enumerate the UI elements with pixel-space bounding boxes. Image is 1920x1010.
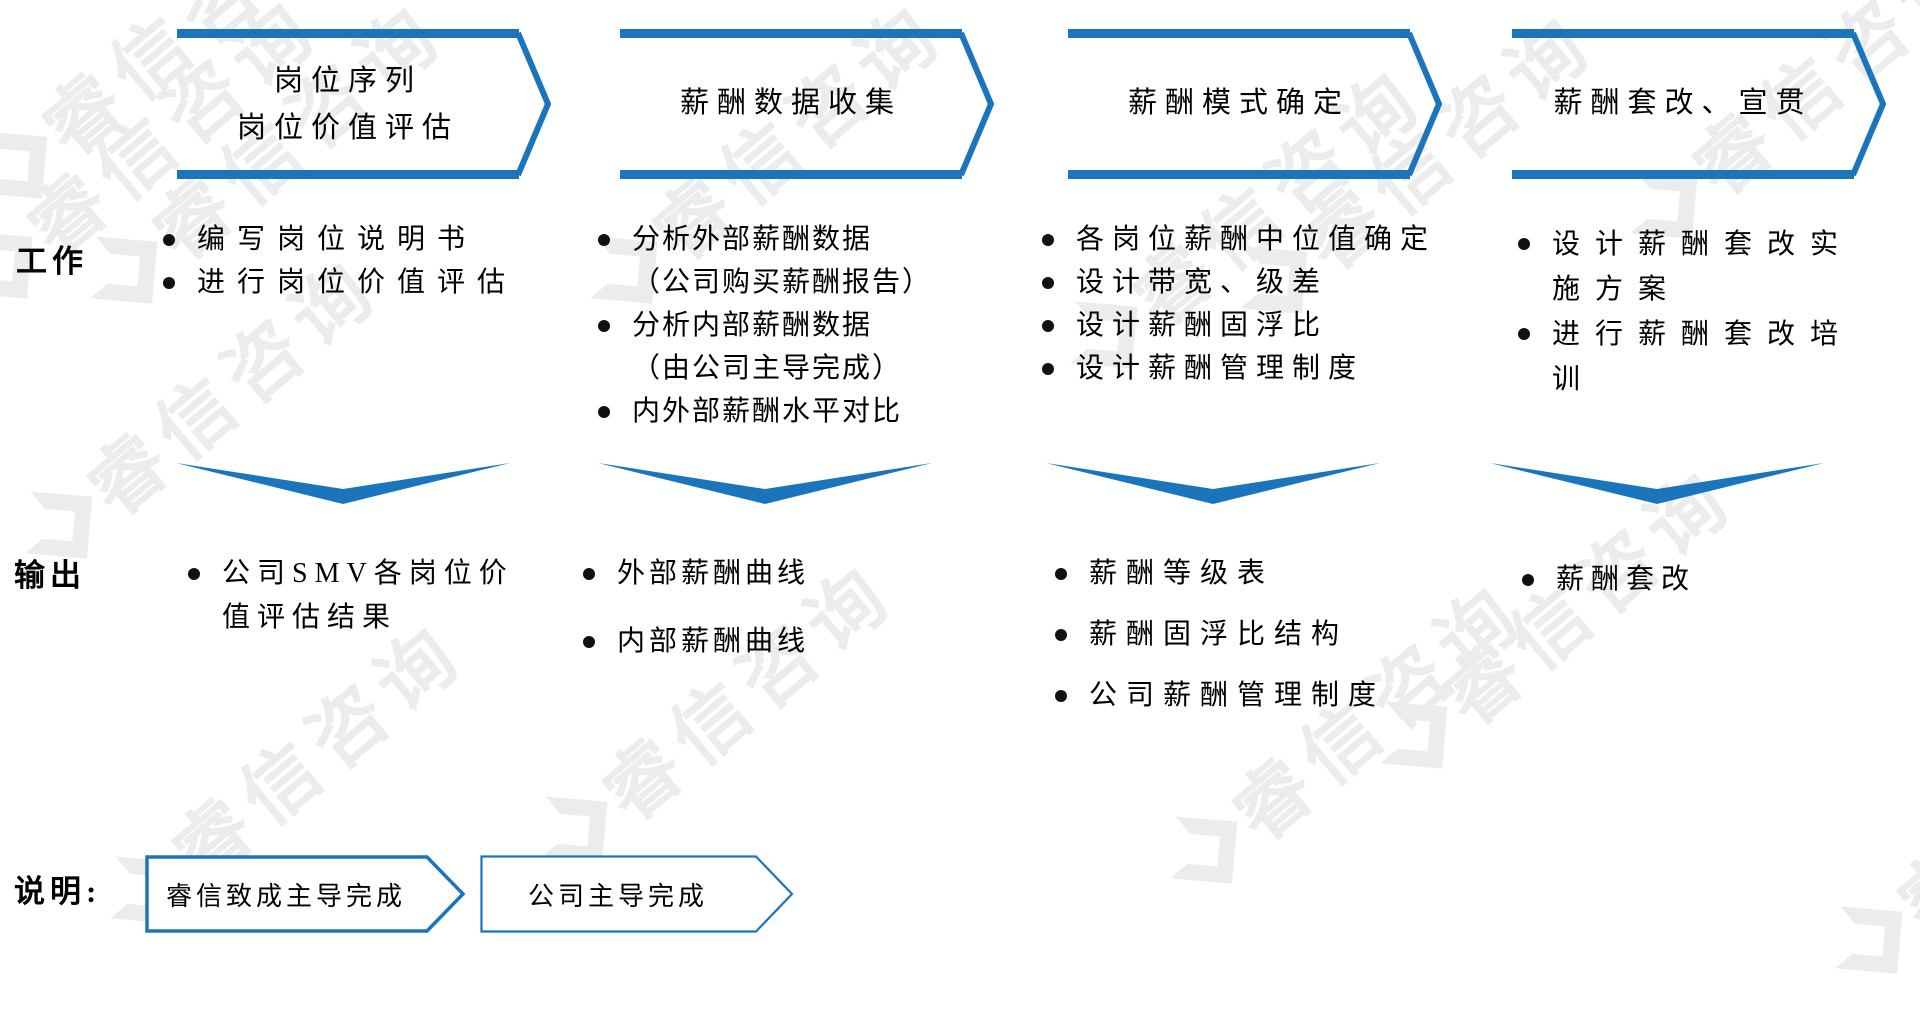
phase-banner-arrow-icon <box>177 29 551 179</box>
work-list: 设计薪酬套改实施方案 进行薪酬套改培训 <box>1518 222 1878 402</box>
output-item: 公司SMV各岗位价值评估结果 <box>188 552 558 640</box>
bullet-icon <box>598 320 610 332</box>
work-item: 设计薪酬固浮比 <box>1042 304 1462 347</box>
chevron-down-icon <box>1046 463 1380 504</box>
phase-banner-arrow-icon <box>1512 29 1886 179</box>
output-item: 公司薪酬管理制度 <box>1055 674 1455 718</box>
bullet-icon <box>598 406 610 418</box>
bullet-icon <box>163 234 175 246</box>
output-item: 内部薪酬曲线 <box>583 620 953 664</box>
phase-column-4: 薪酬套改、宣贯 设计薪酬套改实施方案 进行薪酬套改培训 薪酬套改 <box>1490 0 1916 966</box>
work-item: 分析外部薪酬数据（公司购买薪酬报告） <box>598 218 988 304</box>
bullet-icon <box>1042 363 1054 375</box>
output-item: 薪酬套改 <box>1522 558 1882 602</box>
phase-banner-arrow-icon <box>1068 29 1442 179</box>
bullet-icon <box>1522 574 1534 586</box>
bullet-icon <box>1042 320 1054 332</box>
watermark-logo-icon <box>25 491 93 559</box>
work-item: 内外部薪酬水平对比 <box>598 390 988 433</box>
bullet-icon <box>1042 234 1054 246</box>
chevron-down-icon <box>176 463 510 504</box>
phase-banner-title: 薪酬套改、宣贯 <box>1553 87 1813 119</box>
legend-label-consultant: 睿信致成主导完成 <box>165 881 406 911</box>
output-list: 薪酬等级表 薪酬固浮比结构 公司薪酬管理制度 <box>1055 552 1455 718</box>
work-list: 各岗位薪酬中位值确定 设计带宽、级差 设计薪酬固浮比 设计薪酬管理制度 <box>1042 218 1462 390</box>
bullet-icon <box>583 568 595 580</box>
output-list: 公司SMV各岗位价值评估结果 <box>188 552 558 640</box>
row-label-work: 工作 <box>16 244 88 279</box>
bullet-icon <box>1518 238 1530 250</box>
bullet-icon <box>1055 568 1067 580</box>
phase-banner-title: 薪酬数据收集 <box>679 87 902 119</box>
legend-label-company: 公司主导完成 <box>527 881 708 911</box>
work-item: 进行岗位价值评估 <box>163 261 533 304</box>
output-list: 外部薪酬曲线 内部薪酬曲线 <box>583 552 953 664</box>
work-item: 设计薪酬管理制度 <box>1042 347 1462 390</box>
work-item: 编写岗位说明书 <box>163 218 533 261</box>
row-label-legend: 说明: <box>14 874 102 909</box>
watermark-logo-icon <box>90 236 158 304</box>
legend-arrow-consultant-icon <box>145 855 466 933</box>
row-label-output: 输出 <box>14 558 86 593</box>
output-item: 薪酬等级表 <box>1055 552 1455 596</box>
bullet-icon <box>1042 277 1054 289</box>
legend-arrow-company-icon <box>480 855 794 933</box>
phase-column-1: 岗位序列 岗位价值评估 编写岗位说明书 进行岗位价值评估 公司SMV各岗位价值评… <box>163 0 581 966</box>
output-item: 外部薪酬曲线 <box>583 552 953 596</box>
work-item: 设计薪酬套改实施方案 <box>1518 222 1878 312</box>
phase-column-2: 薪酬数据收集 分析外部薪酬数据（公司购买薪酬报告） 分析内部薪酬数据（由公司主导… <box>583 0 1024 966</box>
bullet-icon <box>583 636 595 648</box>
phase-column-3: 薪酬模式确定 各岗位薪酬中位值确定 设计带宽、级差 设计薪酬固浮比 设计薪酬管理… <box>1042 0 1472 966</box>
phase-banner-title: 薪酬模式确定 <box>1127 87 1350 119</box>
bullet-icon <box>1055 690 1067 702</box>
work-list: 编写岗位说明书 进行岗位价值评估 <box>163 218 533 304</box>
bullet-icon <box>1518 328 1530 340</box>
bullet-icon <box>163 277 175 289</box>
work-list: 分析外部薪酬数据（公司购买薪酬报告） 分析内部薪酬数据（由公司主导完成） 内外部… <box>598 218 988 433</box>
work-item: 分析内部薪酬数据（由公司主导完成） <box>598 304 988 390</box>
work-item: 各岗位薪酬中位值确定 <box>1042 218 1462 261</box>
bullet-icon <box>598 234 610 246</box>
output-item: 薪酬固浮比结构 <box>1055 613 1455 657</box>
chevron-down-icon <box>598 463 932 504</box>
chevron-down-icon <box>1490 463 1824 504</box>
output-list: 薪酬套改 <box>1522 558 1882 602</box>
work-item: 进行薪酬套改培训 <box>1518 312 1878 402</box>
bullet-icon <box>188 568 200 580</box>
work-item: 设计带宽、级差 <box>1042 261 1462 304</box>
bullet-icon <box>1055 629 1067 641</box>
phase-banner-title: 岗位序列 岗位价值评估 <box>236 65 459 144</box>
phase-banner-arrow-icon <box>620 29 994 179</box>
